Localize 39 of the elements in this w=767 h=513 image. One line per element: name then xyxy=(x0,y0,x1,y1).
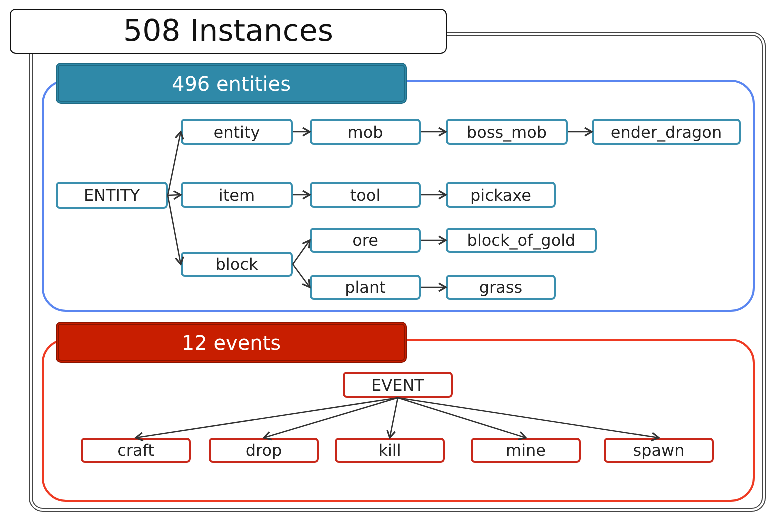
class-box: mob xyxy=(310,119,421,145)
arrow xyxy=(421,127,447,137)
arrow xyxy=(386,398,399,439)
arrow xyxy=(167,131,184,196)
class-box: tool xyxy=(310,182,421,208)
class-box: plant xyxy=(310,275,421,300)
group-heading: 12 events xyxy=(56,322,407,363)
class-box: pickaxe xyxy=(446,182,556,208)
class-box: block_of_gold xyxy=(446,228,597,253)
class-box: item xyxy=(181,182,293,208)
class-box: ENTITY xyxy=(56,182,168,209)
arrow xyxy=(421,236,447,246)
arrow xyxy=(292,240,311,265)
class-box: ender_dragon xyxy=(592,119,741,145)
class-box: ore xyxy=(310,228,421,253)
class-box: grass xyxy=(446,275,556,300)
arrow xyxy=(135,397,398,442)
arrow xyxy=(293,127,311,137)
class-box: EVENT xyxy=(343,372,453,398)
arrow xyxy=(263,397,398,441)
class-box: block xyxy=(181,252,293,277)
class-box: kill xyxy=(335,438,445,463)
class-box: mine xyxy=(471,438,581,463)
class-box: spawn xyxy=(604,438,714,463)
arrow xyxy=(293,190,311,200)
arrow xyxy=(168,190,182,200)
arrow xyxy=(398,397,660,442)
class-box: entity xyxy=(181,119,293,145)
arrow xyxy=(292,264,311,288)
class-box: boss_mob xyxy=(446,119,568,145)
arrow xyxy=(398,397,527,441)
class-box: craft xyxy=(81,438,191,463)
title-heading: 508 Instances xyxy=(10,9,447,54)
class-box: drop xyxy=(209,438,319,463)
arrow xyxy=(167,195,184,266)
arrow xyxy=(421,282,447,292)
group-heading: 496 entities xyxy=(56,63,407,104)
arrow xyxy=(421,190,447,200)
arrow xyxy=(568,127,593,137)
